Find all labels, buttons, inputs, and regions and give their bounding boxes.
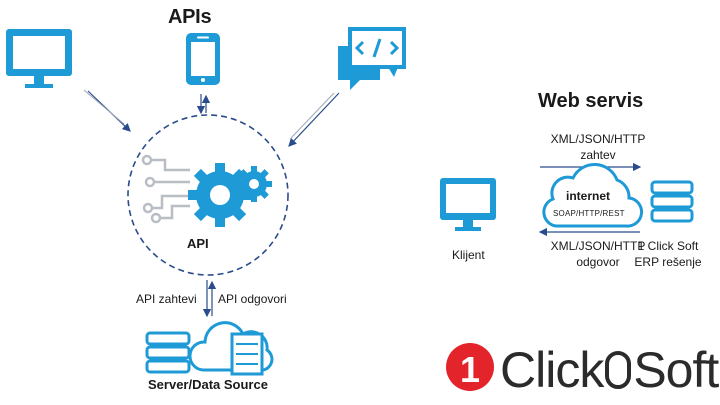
phone-api-arrows [196, 94, 211, 115]
apis-title: APIs [168, 6, 212, 28]
internet-label: internet [566, 189, 611, 203]
web-request-label: XML/JSON/HTTP zahtev [550, 132, 646, 162]
gears-icon [188, 163, 272, 227]
svg-text:1: 1 [460, 349, 480, 390]
logo-text-click: Click [500, 342, 604, 398]
web-response-label: XML/JSON/HTTP odgovor [550, 239, 646, 269]
api-server-arrows [202, 280, 217, 318]
clicksoft-logo-text: Click Soft [500, 342, 719, 398]
logo-text-soft: Soft [633, 342, 719, 398]
api-request-label: API zahtevi [136, 292, 197, 306]
mobile-phone-icon [186, 33, 220, 85]
desktop-api-arrows [83, 89, 131, 132]
circuit-icon [141, 154, 190, 224]
code-chat-icon [338, 27, 406, 90]
api-boundary-circle [127, 114, 289, 276]
desktop-monitor-icon [6, 29, 72, 88]
server-label: Server/Data Source [148, 377, 268, 392]
database-icon [145, 331, 191, 374]
erp-database-icon [650, 180, 694, 223]
api-core-label: API [187, 236, 209, 251]
logo-mouse-o [605, 351, 632, 389]
api-response-label: API odgovori [218, 292, 287, 306]
code-api-arrows [288, 92, 340, 147]
internet-cloud-icon [542, 163, 644, 228]
cloud-server-icon [188, 321, 274, 376]
protocols-label: SOAP/HTTP/REST [553, 209, 625, 218]
clicksoft-logo-mark: 1 [446, 343, 494, 391]
client-monitor-icon [440, 178, 496, 231]
web-servis-title: Web servis [538, 90, 644, 112]
erp-label: 1 Click Soft ERP rešenje [634, 239, 702, 269]
client-label: Klijent [452, 248, 485, 262]
